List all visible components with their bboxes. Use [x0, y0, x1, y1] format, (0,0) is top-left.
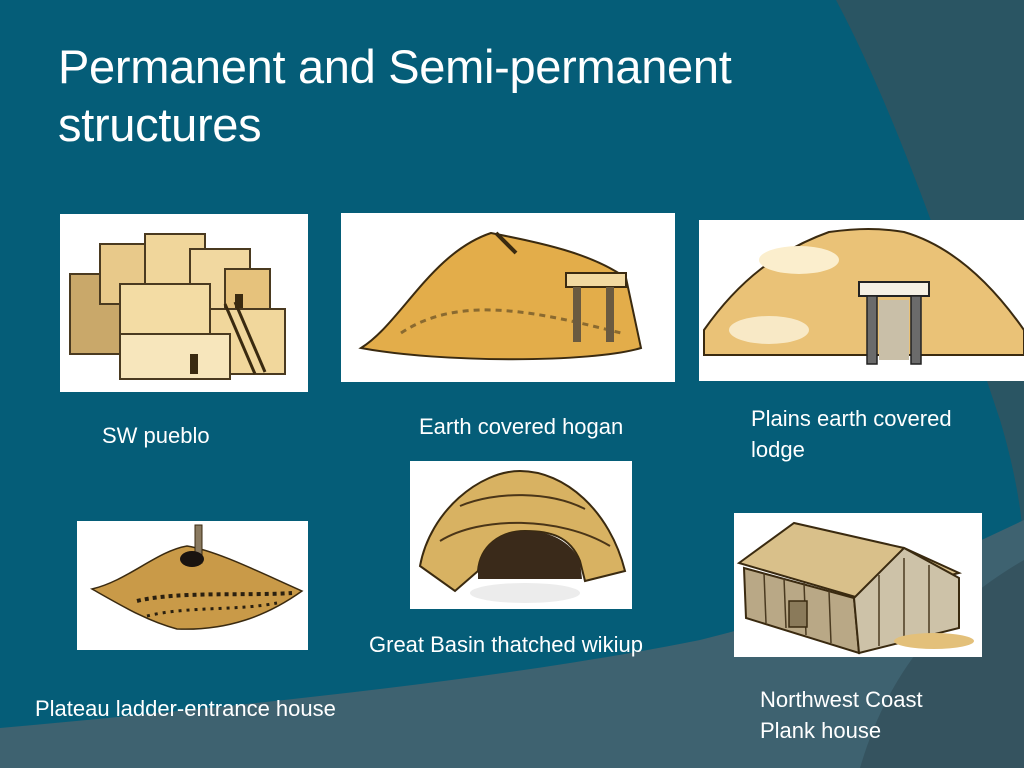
caption-line-1: Plains earth covered [751, 406, 952, 431]
caption-plateau-house: Plateau ladder-entrance house [35, 696, 336, 721]
caption-line-1: Northwest Coast [760, 687, 923, 712]
caption-line-2: Plank house [760, 718, 882, 743]
caption-plains-earth-lodge: Plains earth covered lodge [751, 403, 952, 465]
caption-earth-covered-hogan: Earth covered hogan [419, 414, 624, 439]
caption-sw-pueblo: SW pueblo [102, 423, 210, 448]
earth-lodge-image [699, 220, 1024, 381]
plank-house-image [734, 513, 982, 657]
caption-northwest-plank-house: Northwest Coast Plank house [760, 684, 923, 746]
slide-title: Permanent and Semi-permanent structures [58, 38, 732, 154]
hogan-image [341, 213, 675, 382]
caption-line-2: lodge [751, 437, 805, 462]
title-line-2: structures [58, 98, 262, 151]
wikiup-image [410, 461, 632, 609]
ladder-entrance-house-image [77, 521, 308, 650]
title-line-1: Permanent and Semi-permanent [58, 40, 732, 93]
pueblo-image [60, 214, 308, 392]
caption-great-basin-wikiup: Great Basin thatched wikiup [369, 632, 643, 657]
